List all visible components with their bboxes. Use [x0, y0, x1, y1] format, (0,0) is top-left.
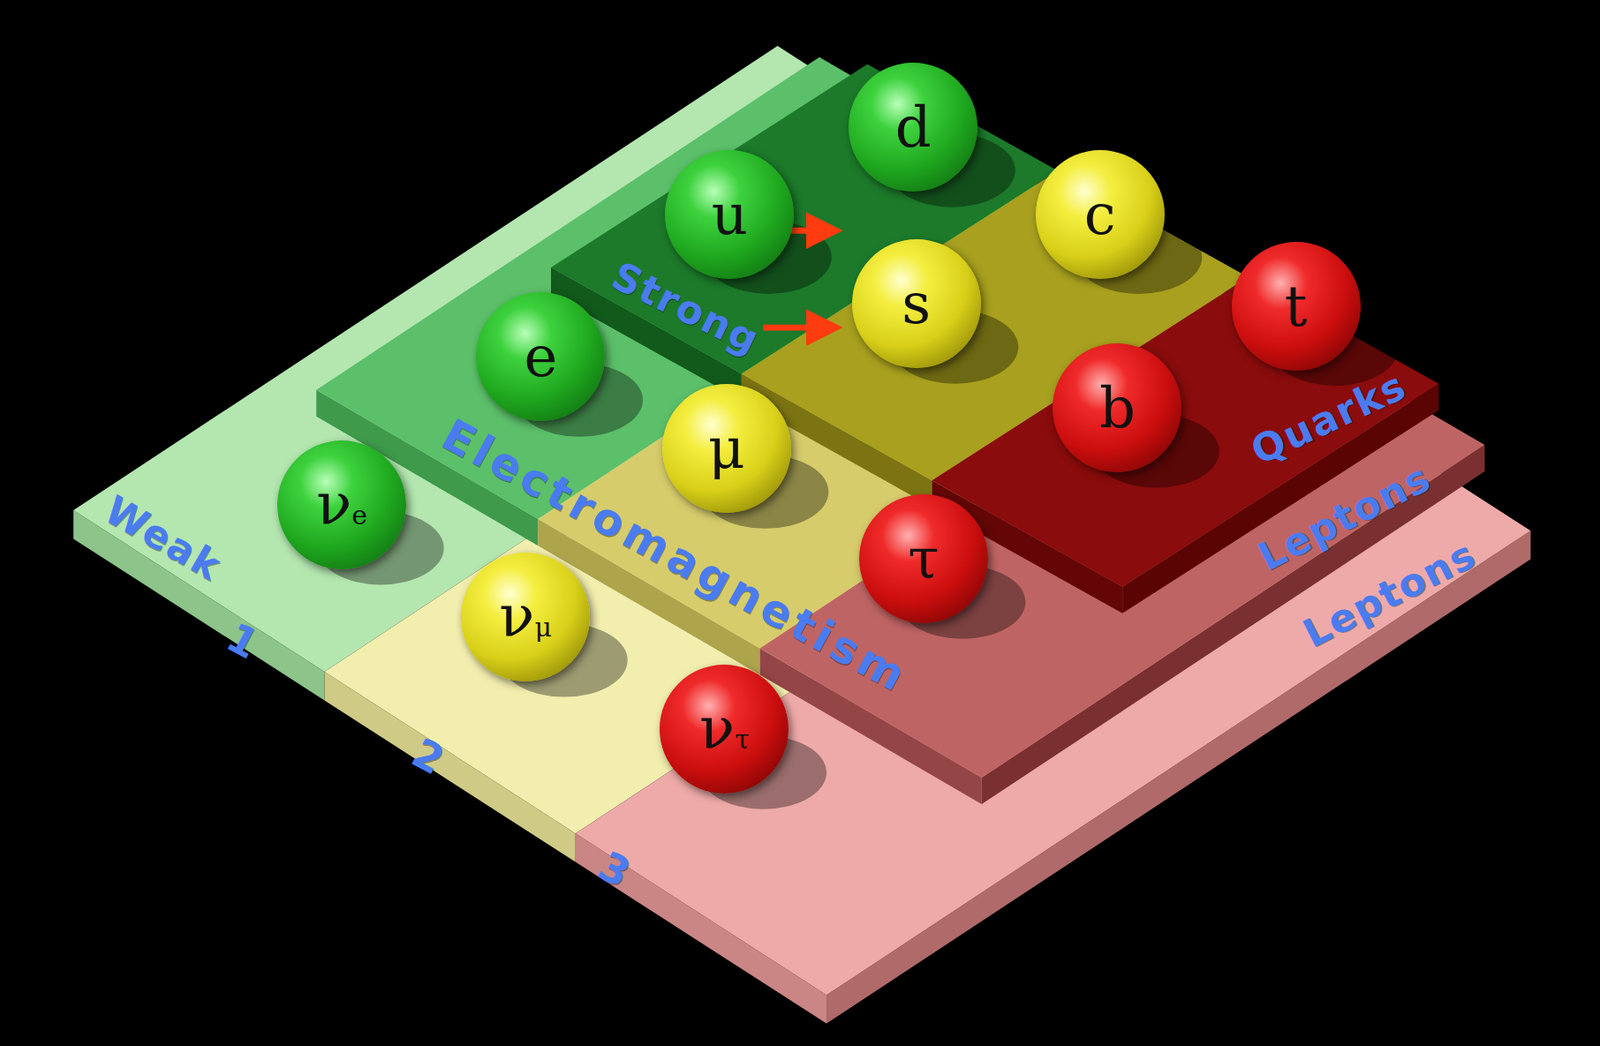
particle-sphere: b: [1052, 343, 1182, 473]
particle-symbol: ντ: [699, 700, 750, 759]
particle-symbol: t: [1284, 278, 1308, 335]
particle-sphere: τ: [859, 494, 989, 624]
particle-symbol: e: [524, 328, 559, 385]
particle-symbol: b: [1099, 379, 1136, 437]
particle-sphere: c: [1035, 150, 1165, 280]
particle-symbol: c: [1084, 186, 1117, 243]
slab-top: [741, 170, 1249, 481]
particle-symbol: μ: [708, 420, 746, 477]
particle-sphere: νμ: [460, 552, 590, 682]
particle-sphere: s: [852, 239, 982, 369]
particle-symbol: u: [711, 186, 748, 243]
particle-symbol: νe: [316, 475, 368, 535]
particle-sphere: νe: [277, 440, 407, 570]
particle-symbol: τ: [907, 530, 939, 588]
particle-sphere: d: [848, 62, 978, 192]
particle-symbol: s: [901, 275, 931, 333]
particle-sphere: ντ: [659, 664, 789, 794]
slab-top: [931, 277, 1439, 588]
particle-sphere: u: [664, 150, 794, 280]
particle-sphere: e: [475, 292, 605, 422]
particle-sphere: t: [1231, 241, 1361, 371]
particle-sphere: μ: [662, 384, 792, 514]
red-arrow: [762, 324, 824, 332]
particle-symbol: νμ: [498, 588, 552, 647]
particle-symbol: d: [895, 98, 932, 156]
